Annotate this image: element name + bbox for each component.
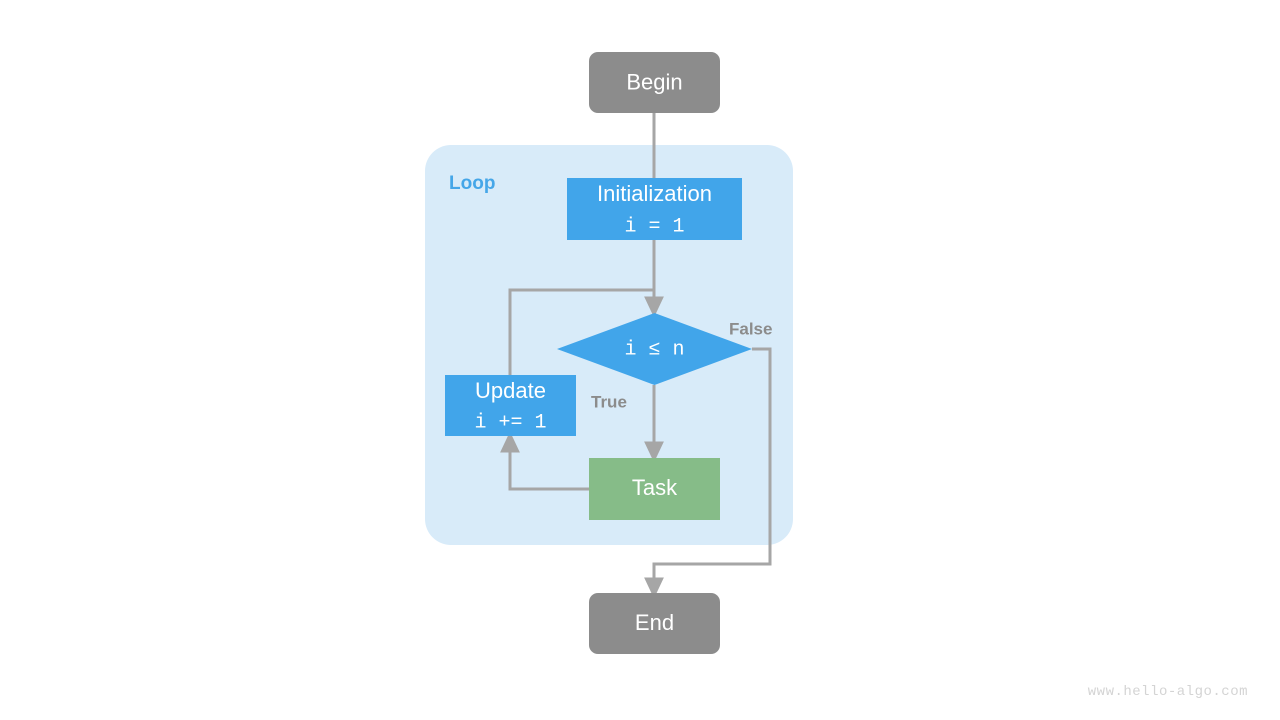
node-begin-label: Begin [626, 69, 682, 94]
node-initialization-label: Initialization [597, 181, 712, 206]
node-task[interactable]: Task [589, 458, 720, 520]
node-update[interactable]: Update i += 1 [445, 375, 576, 436]
node-condition[interactable]: i ≤ n [557, 313, 752, 385]
node-end-label: End [635, 610, 674, 635]
edge-label-false: False [729, 319, 772, 338]
edge-cond-to-end [644, 347, 772, 599]
edge-label-true: True [591, 392, 627, 411]
node-initialization-code: i = 1 [624, 215, 684, 238]
node-update-label: Update [475, 378, 546, 403]
node-end[interactable]: End [589, 593, 720, 654]
node-update-code: i += 1 [474, 411, 546, 434]
watermark: www.hello-algo.com [1087, 684, 1248, 700]
node-condition-code: i ≤ n [624, 338, 684, 361]
edge-update-to-cond [508, 288, 654, 375]
edge-task-to-update [500, 431, 589, 491]
node-task-label: Task [632, 475, 678, 500]
loop-group-label: Loop [449, 173, 495, 194]
node-begin[interactable]: Begin [589, 52, 720, 113]
node-initialization[interactable]: Initialization i = 1 [567, 178, 742, 240]
